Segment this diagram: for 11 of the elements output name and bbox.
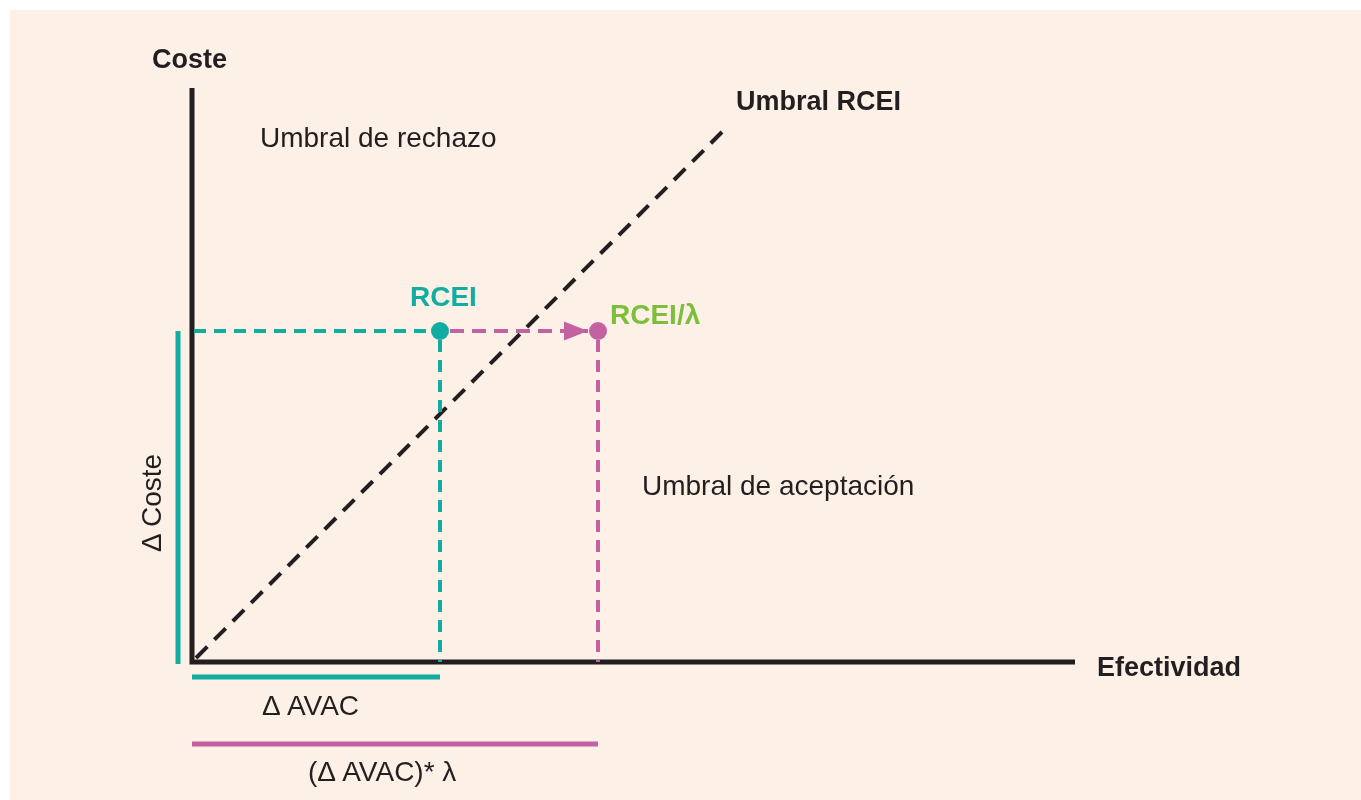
measure-label: Δ Coste bbox=[138, 453, 166, 552]
region-label: Umbral de aceptación bbox=[642, 472, 915, 500]
region-label: Umbral de rechazo bbox=[260, 124, 497, 152]
point-label: RCEI bbox=[410, 283, 477, 311]
point-label: RCEI/λ bbox=[610, 301, 701, 329]
arrow bbox=[450, 321, 588, 341]
axis-title: Efectividad bbox=[1097, 654, 1242, 681]
measure-label: (Δ AVAC)* λ bbox=[308, 758, 457, 786]
axis-title: Coste bbox=[152, 46, 227, 73]
line-label: Umbral RCEI bbox=[736, 88, 902, 115]
measure-label: Δ AVAC bbox=[262, 692, 360, 720]
